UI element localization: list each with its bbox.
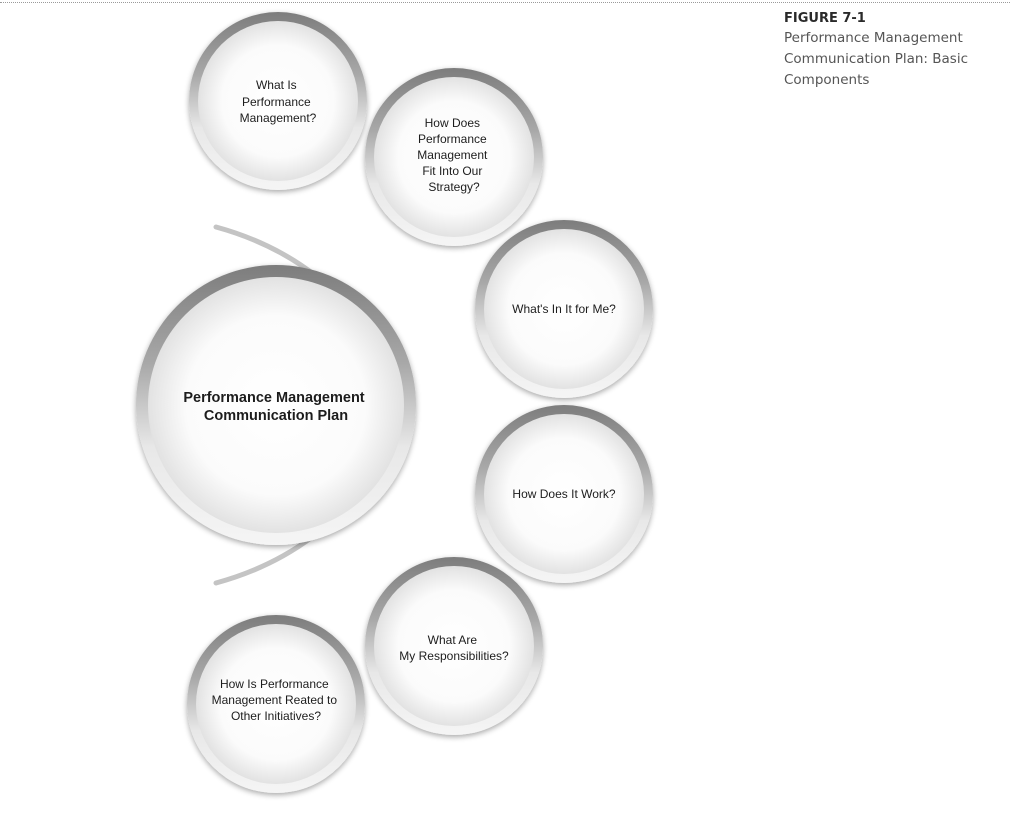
component-line: How Does It Work?	[512, 487, 615, 501]
component-line: Fit Into Our	[422, 164, 482, 178]
center-node: Performance Management Communication Pla…	[136, 265, 416, 545]
component-line: What Is	[256, 78, 297, 92]
component-line: What's In It for Me?	[512, 302, 616, 316]
component-node-what-is: What Is Performance Management?	[189, 12, 367, 190]
component-line: Other Initiatives?	[231, 709, 321, 723]
component-node-responsibilities: What Are My Responsibilities?	[365, 557, 543, 735]
component-line: How Does	[425, 116, 480, 130]
figure-label: FIGURE 7-1	[784, 11, 866, 26]
center-line-2: Communication Plan	[204, 408, 348, 424]
component-node-whats-in-it: What's In It for Me?	[475, 220, 653, 398]
center-node-label: Performance Management Communication Pla…	[183, 390, 368, 424]
component-label-other-initiatives: How Is Performance Management Reated to …	[212, 677, 341, 723]
component-line: Management	[417, 148, 488, 162]
component-line: Management?	[240, 111, 317, 125]
figure-title: Performance Management Communication Pla…	[784, 30, 968, 88]
component-label-what-is: What Is Performance Management?	[240, 78, 317, 125]
component-label-fit-strategy: How Does Performance Management Fit Into…	[417, 116, 490, 194]
component-node-fit-strategy: How Does Performance Management Fit Into…	[365, 68, 543, 246]
component-line: Strategy?	[428, 180, 480, 194]
component-node-other-initiatives: How Is Performance Management Reated to …	[187, 615, 365, 793]
top-dotted-rule	[0, 2, 1010, 3]
component-line: What Are	[428, 633, 478, 647]
component-label-responsibilities: What Are My Responsibilities?	[399, 633, 509, 663]
center-line-1: Performance Management	[183, 390, 364, 406]
component-node-how-work: How Does It Work?	[475, 405, 653, 583]
component-line: Management Reated to	[212, 693, 338, 707]
component-line: My Responsibilities?	[399, 649, 509, 663]
component-label-how-work: How Does It Work?	[512, 487, 615, 501]
component-label-whats-in-it: What's In It for Me?	[512, 302, 616, 316]
component-line: Performance	[242, 95, 311, 109]
component-line: Performance	[418, 132, 487, 146]
component-line: How Is Performance	[220, 677, 329, 691]
figure-caption: FIGURE 7-1 Performance Management Commun…	[784, 10, 1010, 91]
